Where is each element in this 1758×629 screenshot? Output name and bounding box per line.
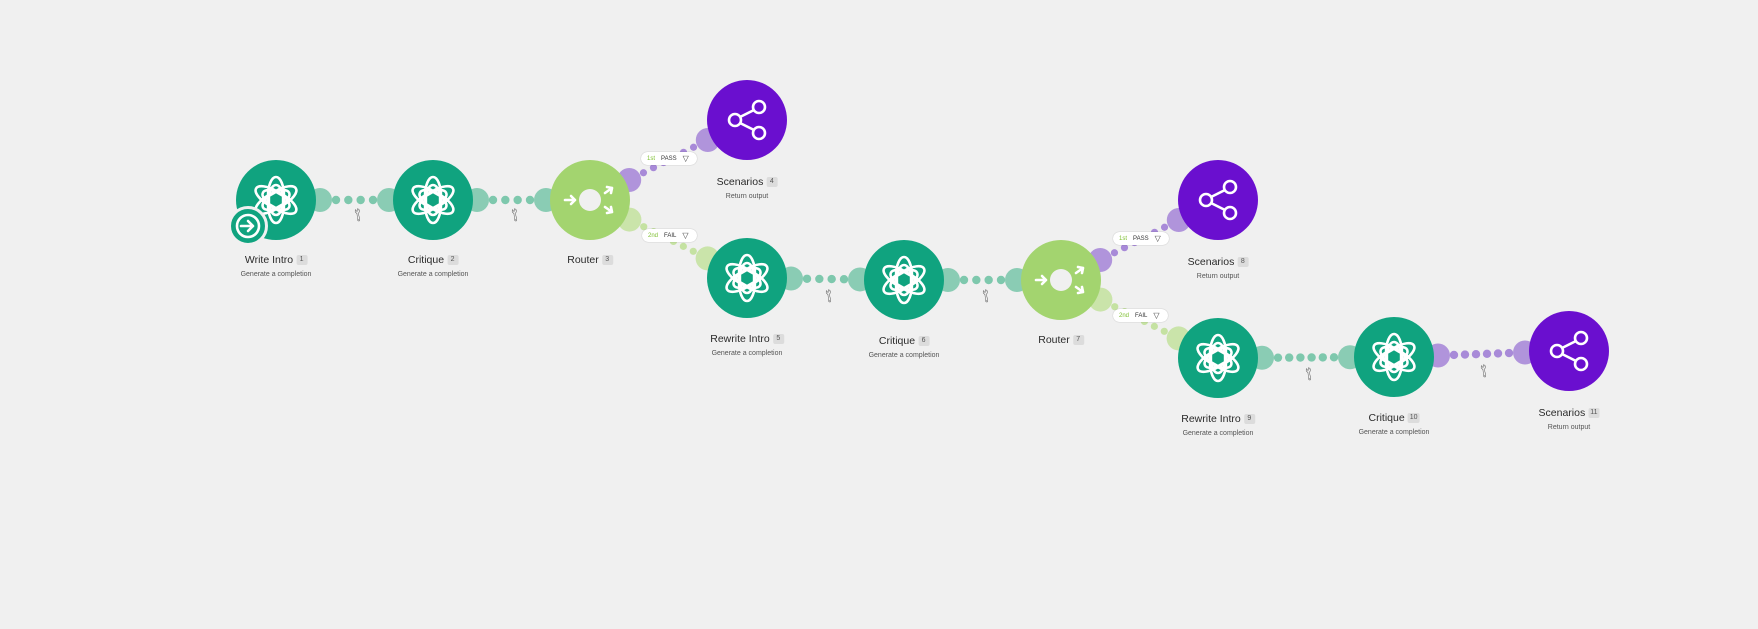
openai-logo-icon [411, 175, 455, 225]
module-title: Scenarios [1187, 256, 1235, 268]
module-scenarios-11[interactable] [1529, 311, 1609, 391]
module-subtitle: Generate a completion [711, 350, 783, 357]
module-number-badge: 8 [1237, 257, 1249, 267]
filter-order: 1st [1119, 235, 1128, 242]
arrow-right-circle-icon [235, 213, 261, 239]
filter-order: 1st [647, 155, 656, 162]
module-title: Critique [407, 254, 445, 266]
module-critique-6[interactable] [864, 240, 944, 320]
module-number-badge: 4 [766, 177, 778, 187]
module-subtitle: Generate a completion [1358, 429, 1430, 436]
share-icon [1198, 179, 1238, 221]
module-number-badge: 5 [772, 334, 784, 344]
module-subtitle: Return output [1196, 273, 1240, 280]
module-number-badge: 6 [918, 336, 930, 346]
module-title: Rewrite Intro [710, 333, 770, 345]
filter-condition: FAIL [664, 232, 677, 239]
module-rewrite-intro-5[interactable] [707, 238, 787, 318]
module-number-badge: 2 [447, 255, 459, 265]
module-scenarios-4[interactable] [707, 80, 787, 160]
module-subtitle: Generate a completion [397, 271, 469, 278]
filter-condition: PASS [1133, 235, 1149, 242]
share-icon [727, 99, 767, 141]
module-critique-2[interactable] [393, 160, 473, 240]
module-number-badge: 11 [1588, 408, 1600, 418]
openai-logo-icon [1196, 333, 1240, 383]
filter-condition: FAIL [1135, 312, 1148, 319]
module-scenarios-8[interactable] [1178, 160, 1258, 240]
module-title: Router [567, 254, 599, 266]
funnel-icon: ▽ [1153, 310, 1160, 320]
module-number-badge: 3 [601, 255, 613, 265]
openai-logo-icon [1372, 332, 1416, 382]
funnel-icon: ▽ [1154, 233, 1161, 243]
openai-logo-icon [882, 255, 926, 305]
trigger-clock[interactable] [228, 206, 268, 246]
route-filter-pass[interactable]: 1st PASS ▽ [1113, 232, 1169, 245]
module-title: Rewrite Intro [1181, 413, 1241, 425]
filter-condition: PASS [661, 155, 677, 162]
module-number-badge: 7 [1072, 335, 1084, 345]
module-number-badge: 1 [296, 255, 308, 265]
module-rewrite-intro-9[interactable] [1178, 318, 1258, 398]
module-subtitle: Return output [725, 193, 769, 200]
module-title: Write Intro [244, 254, 294, 266]
module-subtitle: Generate a completion [868, 352, 940, 359]
route-filter-fail[interactable]: 2nd FAIL ▽ [1113, 309, 1168, 322]
module-critique-10[interactable] [1354, 317, 1434, 397]
openai-logo-icon [725, 253, 769, 303]
module-title: Router [1038, 334, 1070, 346]
router-icon [1034, 265, 1085, 295]
funnel-icon: ▽ [682, 230, 689, 240]
route-filter-pass[interactable]: 1st PASS ▽ [641, 152, 697, 165]
module-title: Critique [1368, 412, 1405, 424]
funnel-icon: ▽ [682, 153, 689, 163]
route-filter-fail[interactable]: 2nd FAIL ▽ [642, 229, 697, 242]
module-subtitle: Generate a completion [240, 271, 312, 278]
router-icon [563, 185, 614, 215]
module-write-intro[interactable] [236, 160, 316, 240]
module-subtitle: Generate a completion [1182, 430, 1254, 437]
module-router-3[interactable] [550, 160, 630, 240]
module-title: Critique [878, 335, 916, 347]
module-number-badge: 10 [1407, 413, 1420, 423]
share-icon [1549, 330, 1589, 372]
module-router-7[interactable] [1021, 240, 1101, 320]
module-title: Scenarios [716, 176, 764, 188]
module-subtitle: Return output [1547, 424, 1591, 431]
module-number-badge: 9 [1243, 414, 1255, 424]
filter-order: 2nd [1119, 312, 1130, 319]
filter-order: 2nd [648, 232, 659, 239]
module-title: Scenarios [1538, 407, 1586, 419]
